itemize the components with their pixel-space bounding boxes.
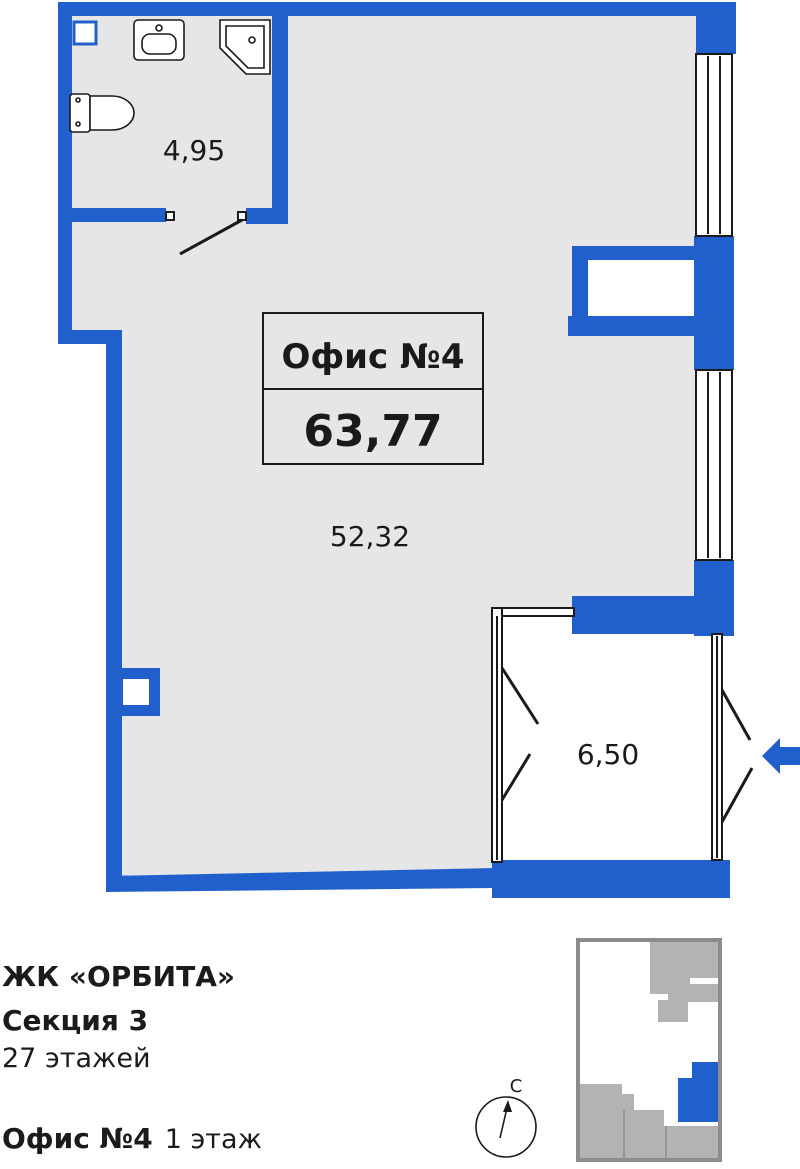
office-title: Офис №4 — [281, 337, 464, 377]
niche-wall-left — [572, 246, 588, 336]
compass-north-letter: С — [510, 1076, 523, 1097]
compass-needle — [499, 1107, 508, 1139]
shaft-box — [72, 20, 98, 46]
glass-partition — [491, 607, 723, 863]
wall-bottom — [106, 868, 496, 892]
vestibule-area: 6,50 — [577, 738, 639, 771]
office-title-box: Офис №4 63,77 — [262, 312, 484, 465]
compass-ring — [475, 1096, 537, 1158]
toilet-icon — [69, 93, 135, 133]
project-name: ЖК «ОРБИТА» — [2, 960, 235, 993]
office-total-area: 63,77 — [303, 406, 442, 457]
key-plan-buildings — [580, 942, 718, 1158]
floors-count: 27 этажей — [2, 1043, 151, 1074]
vestibule-doors — [500, 667, 754, 823]
office-name: Офис №4 — [2, 1122, 153, 1155]
window-lower — [695, 369, 733, 561]
wall-right-mid — [694, 236, 734, 370]
wall-bottom-right — [492, 860, 730, 898]
wall-top-right-corner — [696, 2, 736, 54]
key-plan — [576, 938, 722, 1162]
sink-icon — [133, 19, 185, 61]
niche-wall-top — [572, 246, 698, 260]
column-inner — [123, 679, 149, 705]
entrance-arrow-icon — [762, 738, 800, 774]
office-line: Офис №4 1 этаж — [2, 1122, 262, 1155]
shower-icon — [219, 19, 271, 75]
bathroom-door — [165, 211, 247, 256]
compass: С — [475, 1076, 537, 1158]
wall-left-lower — [106, 330, 122, 890]
bathroom-area: 4,95 — [163, 134, 225, 167]
bath-wall-bottom-left — [58, 208, 166, 222]
wall-top — [58, 2, 698, 16]
north-arrow-icon — [503, 1100, 512, 1112]
bath-wall-right — [272, 14, 288, 224]
section-label: Секция 3 — [2, 1004, 149, 1037]
niche-wall-bottom — [568, 316, 698, 336]
niche-interior — [588, 260, 694, 316]
bath-wall-bottom-right — [246, 208, 288, 224]
floor-label: 1 этаж — [164, 1124, 262, 1155]
walls — [58, 2, 736, 898]
floor-area — [70, 14, 696, 880]
main-room-area: 52,32 — [330, 520, 410, 553]
wall-left-upper — [58, 2, 72, 344]
wall-right-step — [572, 596, 732, 634]
window-upper — [695, 53, 733, 237]
